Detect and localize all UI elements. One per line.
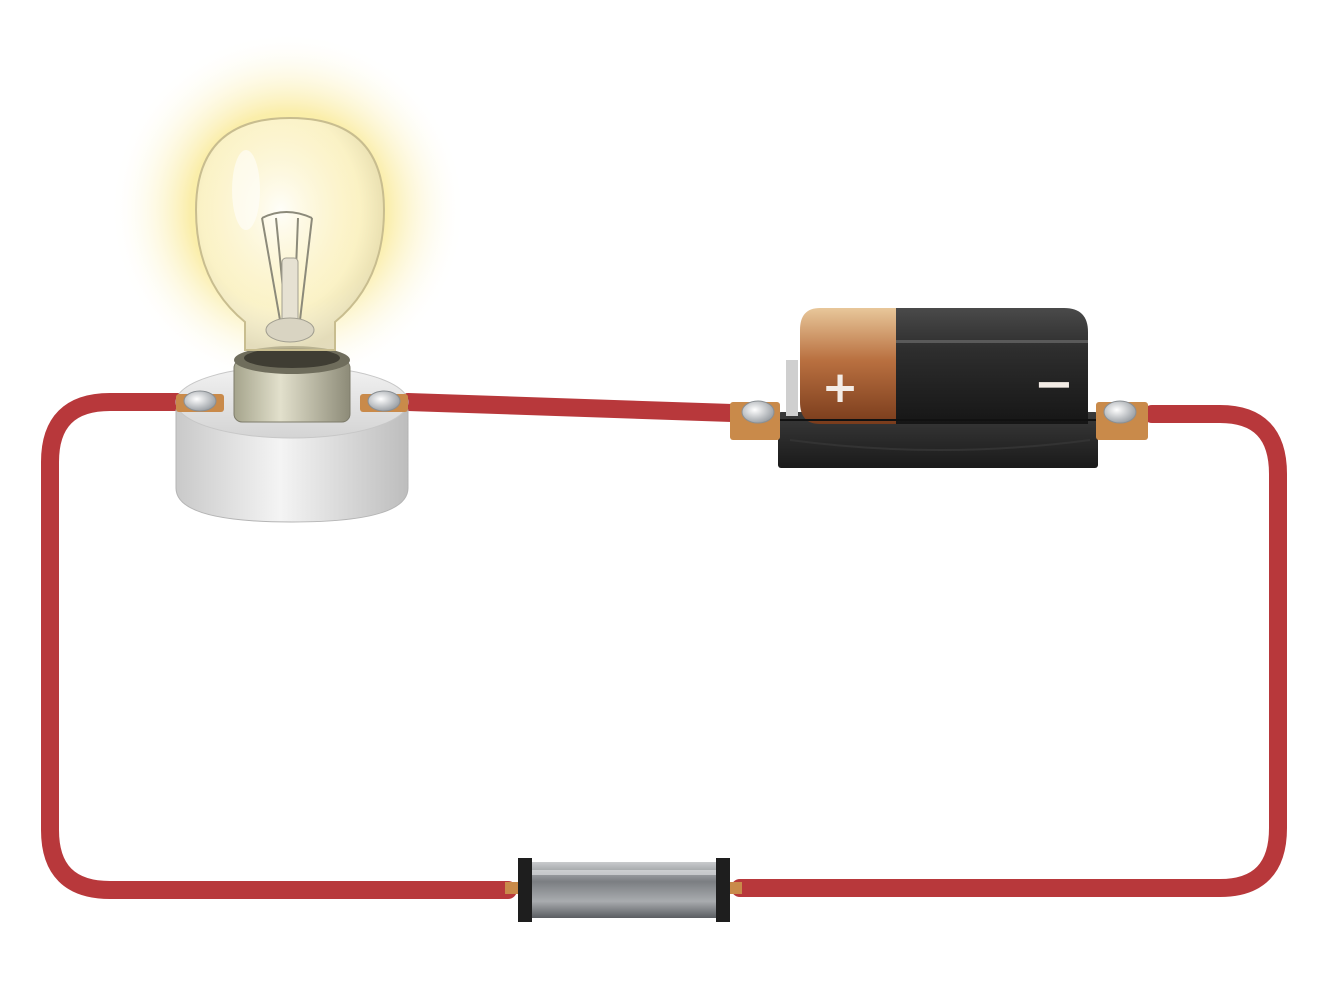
- fuse: [505, 858, 742, 922]
- wire-battery-to-fuse: [731, 405, 1287, 897]
- battery-terminal-left: [730, 400, 780, 440]
- light-bulb: [194, 116, 386, 351]
- holder-terminal-left: [176, 390, 224, 412]
- holder-terminal-right: [360, 390, 408, 412]
- battery-positive-label: +: [822, 362, 859, 413]
- fuse-wire-left: [505, 882, 521, 894]
- battery-positive-cap: [800, 308, 898, 424]
- wire-bulb-to-battery: [399, 393, 741, 422]
- wire-left-bottom: [41, 393, 517, 899]
- wire-loop: [41, 393, 1287, 899]
- fuse-wire-right: [728, 882, 742, 894]
- battery-body: [896, 308, 1088, 424]
- battery-terminal-right: [1096, 400, 1148, 440]
- battery-negative-label: −: [1034, 356, 1074, 412]
- battery: + −: [730, 308, 1148, 468]
- bulb-holder: [175, 346, 409, 523]
- battery-tray: [778, 412, 1098, 468]
